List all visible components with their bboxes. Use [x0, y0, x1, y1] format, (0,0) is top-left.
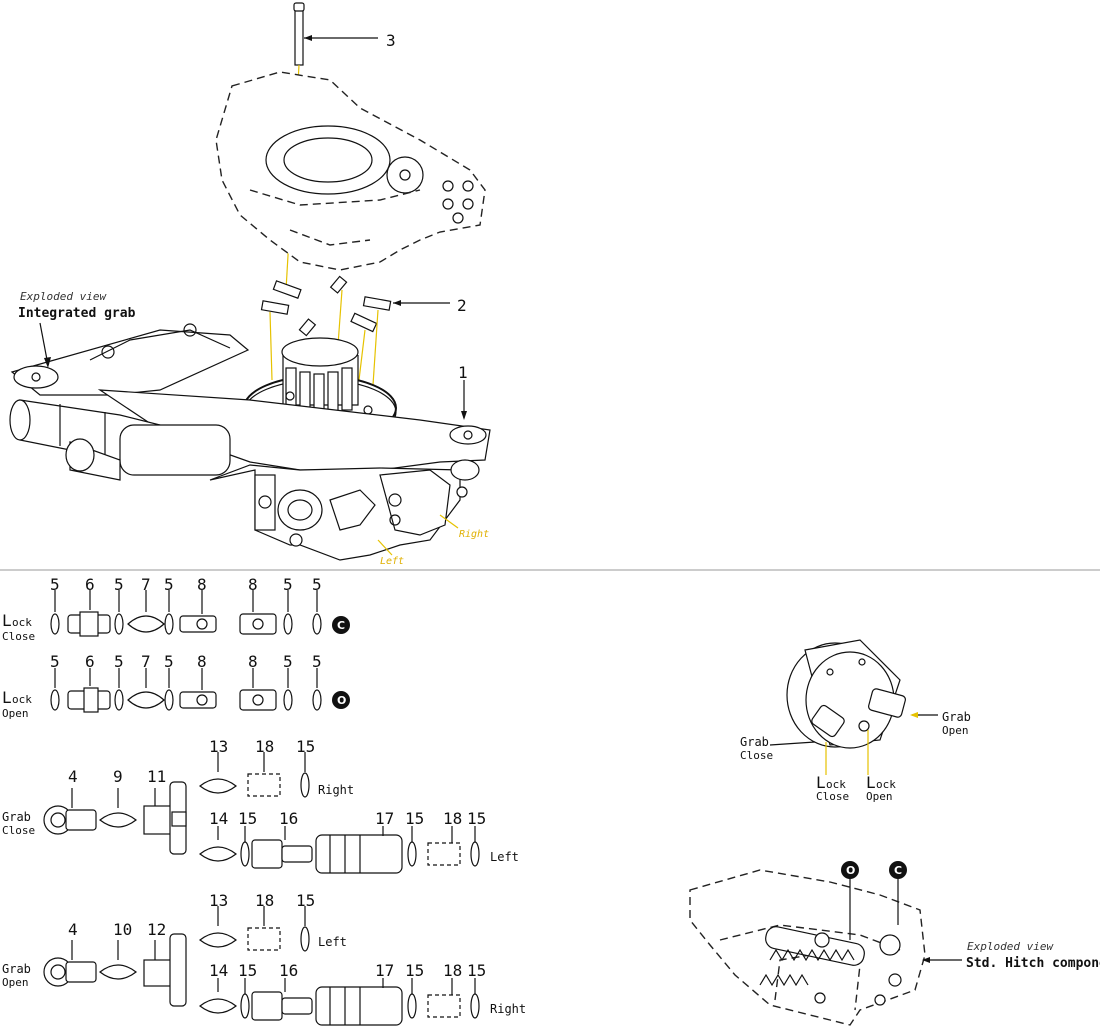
- std-hitch-drawing: [689, 869, 962, 1026]
- integrated-grab-label: Integrated grab: [18, 306, 136, 321]
- svg-text:5: 5: [312, 575, 322, 594]
- callout-2: 2: [457, 296, 467, 315]
- svg-text:ock: ock: [876, 778, 896, 791]
- svg-text:Right: Right: [490, 1002, 526, 1016]
- svg-text:18: 18: [255, 891, 274, 910]
- svg-text:L: L: [816, 773, 826, 792]
- svg-text:9: 9: [113, 767, 123, 786]
- svg-text:15: 15: [405, 809, 424, 828]
- right-side-label: Right: [459, 529, 489, 540]
- svg-text:O: O: [337, 694, 346, 707]
- svg-text:15: 15: [238, 809, 257, 828]
- svg-text:5: 5: [283, 652, 293, 671]
- svg-text:ock: ock: [826, 778, 846, 791]
- svg-text:4: 4: [68, 920, 78, 939]
- svg-text:5: 5: [164, 575, 174, 594]
- hitch-open-badge: [841, 861, 859, 879]
- svg-text:7: 7: [141, 652, 151, 671]
- svg-text:Left: Left: [318, 935, 347, 949]
- grab-close-label: Grab: [740, 735, 769, 749]
- svg-text:C: C: [337, 619, 345, 632]
- svg-text:ock: ock: [12, 693, 32, 706]
- svg-text:5: 5: [114, 575, 124, 594]
- svg-text:8: 8: [197, 575, 207, 594]
- std-hitch-label: Std. Hitch components: [966, 956, 1100, 971]
- svg-text:16: 16: [279, 809, 298, 828]
- svg-text:5: 5: [114, 652, 124, 671]
- svg-text:Close: Close: [2, 630, 35, 643]
- svg-text:Right: Right: [318, 783, 354, 797]
- svg-text:12: 12: [147, 920, 166, 939]
- svg-text:18: 18: [443, 809, 462, 828]
- svg-text:Close: Close: [816, 790, 849, 803]
- svg-text:14: 14: [209, 809, 228, 828]
- svg-text:O: O: [846, 864, 855, 877]
- svg-text:13: 13: [209, 737, 228, 756]
- svg-text:8: 8: [248, 575, 258, 594]
- open-badge: [332, 691, 350, 709]
- valve-block-drawing: [769, 639, 938, 775]
- svg-text:Grab: Grab: [2, 810, 31, 824]
- svg-text:Open: Open: [942, 724, 969, 737]
- svg-text:15: 15: [467, 809, 486, 828]
- svg-text:8: 8: [248, 652, 258, 671]
- svg-text:17: 17: [375, 961, 394, 980]
- svg-text:5: 5: [164, 652, 174, 671]
- svg-text:5: 5: [50, 652, 60, 671]
- svg-text:C: C: [894, 864, 902, 877]
- svg-text:8: 8: [197, 652, 207, 671]
- lock-open-row: L ock Open 5 6 5 7 5 8 8 5 5: [2, 652, 350, 720]
- svg-text:13: 13: [209, 891, 228, 910]
- svg-text:L: L: [866, 773, 876, 792]
- callout-1: 1: [458, 363, 468, 382]
- svg-text:5: 5: [50, 575, 60, 594]
- svg-text:Open: Open: [2, 976, 29, 989]
- grab-open-label: Grab: [942, 710, 971, 724]
- svg-text:16: 16: [279, 961, 298, 980]
- svg-text:7: 7: [141, 575, 151, 594]
- svg-text:14: 14: [209, 961, 228, 980]
- svg-text:18: 18: [443, 961, 462, 980]
- svg-text:15: 15: [238, 961, 257, 980]
- integrated-grab-leader: [39, 322, 51, 368]
- svg-text:5: 5: [312, 652, 322, 671]
- grab-open-group: Grab Open 4 10 12 13 18 15 Left: [2, 891, 526, 1026]
- svg-text:Close: Close: [740, 749, 773, 762]
- main-assembly-drawing: [9, 2, 491, 561]
- svg-text:L: L: [2, 688, 12, 707]
- callout-3: 3: [386, 31, 396, 50]
- hitch-close-badge: [889, 861, 907, 879]
- svg-text:5: 5: [283, 575, 293, 594]
- svg-text:15: 15: [296, 737, 315, 756]
- svg-text:6: 6: [85, 575, 95, 594]
- svg-text:Open: Open: [866, 790, 893, 803]
- svg-text:11: 11: [147, 767, 166, 786]
- svg-text:L: L: [2, 611, 12, 630]
- svg-text:4: 4: [68, 767, 78, 786]
- left-side-label: Left: [380, 556, 404, 567]
- svg-text:15: 15: [467, 961, 486, 980]
- lock-close-row: L ock Close 5 6 5 7 5 8 8 5 5: [2, 575, 350, 643]
- svg-text:18: 18: [255, 737, 274, 756]
- svg-text:ock: ock: [12, 616, 32, 629]
- close-badge: [332, 616, 350, 634]
- svg-text:Open: Open: [2, 707, 29, 720]
- grab-close-group: Grab Close 4 9 11 13 18 15 Right: [2, 737, 519, 874]
- svg-text:15: 15: [296, 891, 315, 910]
- svg-text:10: 10: [113, 920, 132, 939]
- svg-text:Grab: Grab: [2, 962, 31, 976]
- svg-text:Close: Close: [2, 824, 35, 837]
- svg-text:17: 17: [375, 809, 394, 828]
- svg-text:6: 6: [85, 652, 95, 671]
- svg-text:15: 15: [405, 961, 424, 980]
- exploded-view-label-top: Exploded view: [20, 290, 107, 303]
- svg-text:Left: Left: [490, 850, 519, 864]
- exploded-view-label-hitch: Exploded view: [967, 940, 1054, 953]
